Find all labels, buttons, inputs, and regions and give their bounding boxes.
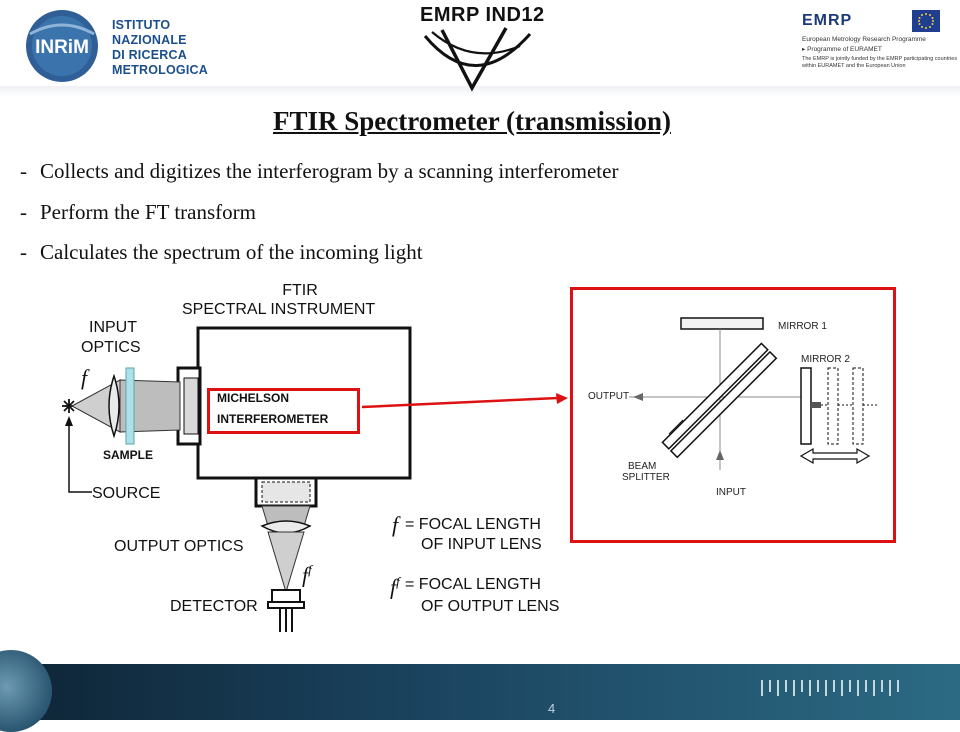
input-label: INPUT bbox=[716, 487, 746, 498]
input-arrow-icon bbox=[716, 450, 724, 460]
focal-length-symbol: f bbox=[81, 365, 88, 390]
emrp-funding-note: The EMRP is jointly funded by the EMRP p… bbox=[802, 56, 958, 62]
mirror-1 bbox=[680, 317, 764, 330]
beam-splitter bbox=[661, 342, 778, 459]
legend-fp-sup: f bbox=[396, 574, 400, 589]
project-logo-text: EMRP IND12 bbox=[420, 4, 545, 26]
bullet-text: Calculates the spectrum of the incoming … bbox=[40, 240, 423, 264]
bullet-dash: - bbox=[20, 200, 27, 224]
detector-flange bbox=[267, 601, 305, 609]
page-number: 4 bbox=[548, 701, 556, 716]
inrim-line: METROLOGICA bbox=[112, 63, 208, 77]
project-logo-graphic bbox=[423, 27, 532, 92]
inrim-logo: INRiM bbox=[26, 10, 98, 82]
output-lens bbox=[260, 520, 312, 534]
output-focal-symbol: ff bbox=[302, 562, 312, 588]
ftir-label: FTIR bbox=[282, 282, 318, 299]
source-arrow-icon bbox=[65, 416, 73, 426]
michelson-label: INTERFEROMETER bbox=[217, 412, 329, 426]
source-label: SOURCE bbox=[92, 485, 161, 502]
footer-ruler-decoration bbox=[761, 680, 899, 696]
input-port-window bbox=[183, 377, 199, 435]
emrp-funding-note: within EURAMET and the European Union bbox=[802, 63, 906, 69]
bullet-item: -Collects and digitizes the interferogra… bbox=[20, 159, 618, 184]
legend-fp-line: OF OUTPUT LENS bbox=[421, 598, 560, 615]
output-arrow-icon bbox=[633, 393, 643, 401]
input-lens bbox=[108, 373, 120, 439]
output-focal-f: f bbox=[302, 562, 309, 588]
input-optics-label: INPUT bbox=[89, 319, 137, 336]
michelson-label: MICHELSON bbox=[217, 391, 289, 405]
inrim-line: NAZIONALE bbox=[112, 33, 187, 47]
inrim-badge-text: INRiM bbox=[35, 37, 89, 58]
source-leader-line bbox=[68, 420, 92, 493]
eu-flag-icon bbox=[912, 10, 940, 32]
slide-title: FTIR Spectrometer (transmission) bbox=[273, 106, 671, 136]
emrp-logo-program: ▸ Programme of EURAMET bbox=[802, 46, 882, 53]
header-divider bbox=[0, 86, 960, 96]
bullet-dash: - bbox=[20, 240, 27, 264]
beam-splitter-label: SPLITTER bbox=[622, 472, 670, 483]
inrim-line: DI RICERCA bbox=[112, 48, 187, 62]
zoom-arrow-head-icon bbox=[556, 393, 568, 404]
footer-band bbox=[0, 664, 960, 720]
sample-label: SAMPLE bbox=[103, 448, 154, 462]
mirror-2 bbox=[800, 367, 812, 445]
spectral-instrument-label: SPECTRAL INSTRUMENT bbox=[182, 301, 376, 318]
bullet-text: Collects and digitizes the interferogram… bbox=[40, 159, 619, 183]
legend-fp-line: = FOCAL LENGTH bbox=[405, 576, 541, 593]
legend-f-line: OF INPUT LENS bbox=[421, 536, 542, 553]
bullet-dash: - bbox=[20, 159, 27, 183]
inrim-line: ISTITUTO bbox=[112, 18, 171, 32]
output-label: OUTPUT bbox=[588, 391, 630, 402]
emrp-logo-title: EMRP bbox=[802, 12, 853, 29]
mirror-1-label: MIRROR 1 bbox=[778, 321, 827, 332]
bullet-item: -Calculates the spectrum of the incoming… bbox=[20, 240, 423, 265]
emrp-logo-subtitle: European Metrology Research Programme bbox=[802, 36, 926, 43]
zoom-arrow-line bbox=[361, 396, 559, 409]
sample-plate bbox=[125, 367, 135, 445]
output-focal-sup: f bbox=[308, 562, 312, 577]
output-port-window bbox=[261, 481, 311, 503]
mirror-2-ghost bbox=[827, 367, 839, 445]
michelson-inset-diagram bbox=[629, 317, 879, 470]
detector-pins bbox=[279, 608, 293, 632]
mirror-2-mount bbox=[811, 402, 821, 408]
output-beam-cone bbox=[267, 531, 305, 594]
output-optics-label: OUTPUT OPTICS bbox=[114, 538, 244, 555]
beam-splitter-label: BEAM bbox=[628, 461, 657, 472]
legend-f-symbol: f bbox=[392, 512, 399, 537]
scan-direction-arrow-icon bbox=[799, 447, 871, 465]
input-beam bbox=[119, 379, 181, 433]
michelson-highlight-box bbox=[207, 388, 360, 434]
inrim-logo-text: ISTITUTO NAZIONALE DI RICERCA METROLOGIC… bbox=[112, 18, 208, 78]
legend-f-line: = FOCAL LENGTH bbox=[405, 516, 541, 533]
input-optics-label: OPTICS bbox=[81, 339, 141, 356]
mirror-2-ghost bbox=[852, 367, 864, 445]
splitter-leader-line bbox=[668, 419, 684, 435]
detector-label: DETECTOR bbox=[170, 598, 258, 615]
ftir-instrument-diagram bbox=[62, 326, 568, 632]
bullet-item: -Perform the FT transform bbox=[20, 200, 256, 225]
legend-fp-f: f bbox=[390, 574, 397, 600]
mirror-2-label: MIRROR 2 bbox=[801, 354, 850, 365]
bullet-text: Perform the FT transform bbox=[40, 200, 256, 224]
legend-fp-symbol: ff bbox=[390, 574, 400, 600]
